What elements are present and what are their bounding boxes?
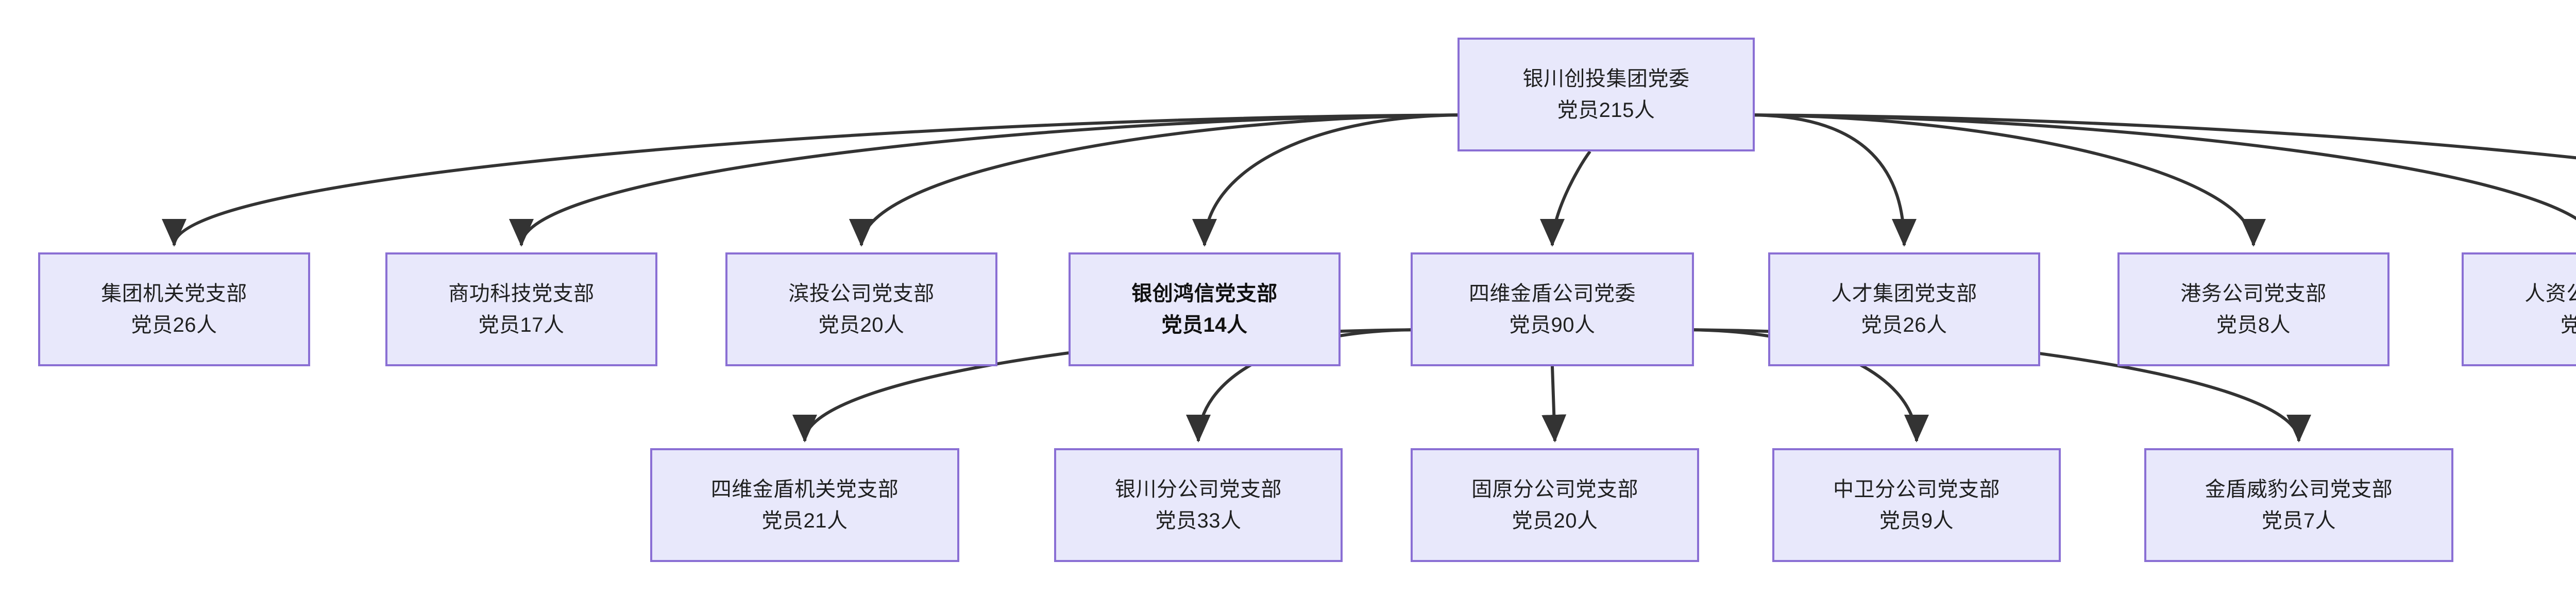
edge-root-to-yinchuang-hongxin	[1192, 113, 1458, 247]
node-member-count: 党员20人	[1512, 509, 1598, 532]
node-siwei-jiguan[interactable]: 四维金盾机关党支部党员21人	[650, 448, 959, 562]
node-member-count: 党员33人	[1155, 509, 1242, 532]
node-shanggong-keji[interactable]: 商功科技党支部党员17人	[385, 252, 657, 366]
node-member-count: 党员215人	[1557, 98, 1655, 122]
node-title: 港务公司党支部	[2180, 282, 2327, 305]
node-zhongwei-fengongsi[interactable]: 中卫分公司党支部党员9人	[1772, 448, 2061, 562]
node-jindun-weibao[interactable]: 金盾威豹公司党支部党员7人	[2144, 448, 2453, 562]
node-title: 中卫分公司党支部	[1833, 478, 2000, 501]
edge-root-to-siwei-jindun	[1540, 150, 1591, 247]
node-member-count: 党员17人	[478, 313, 565, 336]
node-bintou[interactable]: 滨投公司党支部党员20人	[725, 252, 997, 366]
edge-root-to-landun	[1754, 113, 2576, 160]
node-member-count: 党员8人	[2216, 313, 2291, 336]
node-title: 银创鸿信党支部	[1131, 282, 1278, 305]
node-title: 人才集团党支部	[1831, 282, 1977, 305]
node-title: 银川创投集团党委	[1522, 67, 1690, 90]
node-guyuan-fengongsi[interactable]: 固原分公司党支部党员20人	[1411, 448, 1699, 562]
node-member-count: 党员21人	[761, 509, 848, 532]
node-member-count: 党员9人	[1879, 509, 1954, 532]
node-member-count: 党员26人	[1861, 313, 1947, 336]
node-member-count: 党员5人	[2560, 313, 2576, 336]
edge-root-to-rencai-jituan	[1754, 113, 1917, 247]
node-root[interactable]: 银川创投集团党委党员215人	[1458, 38, 1755, 151]
node-title: 滨投公司党支部	[788, 282, 935, 305]
edge-siwei-jindun-to-guyuan-fengongsi	[1541, 366, 1567, 443]
node-title: 商功科技党支部	[448, 282, 595, 305]
edge-root-to-gangwu	[1754, 113, 2266, 247]
node-title: 固原分公司党支部	[1471, 478, 1638, 501]
edge-root-to-jituan-jiguan	[162, 113, 1458, 247]
node-title: 集团机关党支部	[101, 282, 247, 305]
node-member-count: 党员26人	[131, 313, 217, 336]
node-member-count: 党员90人	[1509, 313, 1596, 336]
node-title: 金盾威豹公司党支部	[2205, 478, 2393, 501]
node-jituan-jiguan[interactable]: 集团机关党支部党员26人	[38, 252, 310, 366]
node-rencai-jituan[interactable]: 人才集团党支部党员26人	[1768, 252, 2040, 366]
node-gangwu[interactable]: 港务公司党支部党员8人	[2117, 252, 2389, 366]
node-title: 四维金盾公司党委	[1469, 282, 1636, 305]
node-title: 人资公司党支部	[2524, 282, 2576, 305]
node-title: 四维金盾机关党支部	[710, 478, 899, 501]
node-renzi[interactable]: 人资公司党支部党员5人	[2462, 252, 2576, 366]
edge-root-to-renzi	[1754, 113, 2576, 220]
node-member-count: 党员14人	[1161, 313, 1248, 336]
node-member-count: 党员20人	[818, 313, 905, 336]
node-member-count: 党员7人	[2261, 509, 2336, 532]
node-yinchuan-fengongsi[interactable]: 银川分公司党支部党员33人	[1054, 448, 1343, 562]
node-siwei-jindun[interactable]: 四维金盾公司党委党员90人	[1411, 252, 1694, 366]
edge-root-to-shanggong-keji	[509, 113, 1458, 247]
node-yinchuang-hongxin[interactable]: 银创鸿信党支部党员14人	[1069, 252, 1341, 366]
edge-root-to-bintou	[849, 113, 1458, 247]
node-title: 银川分公司党支部	[1115, 478, 1282, 501]
